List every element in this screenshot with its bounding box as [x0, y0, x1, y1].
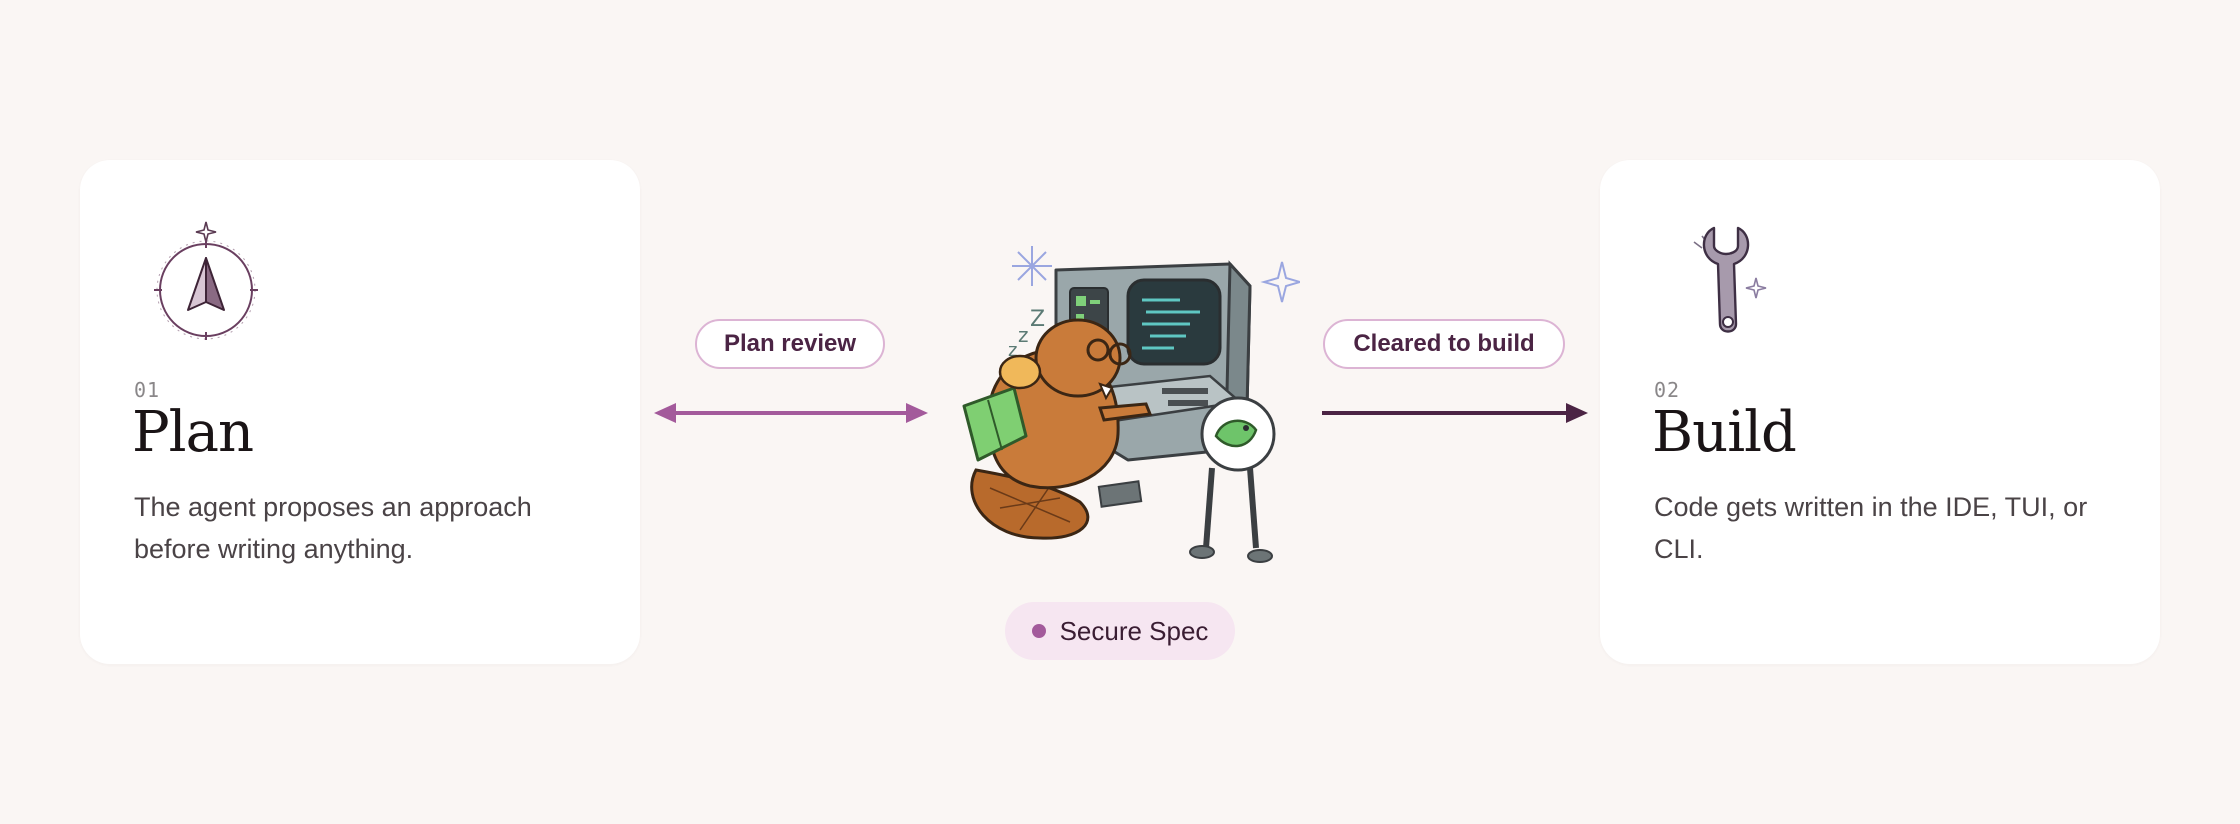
double-arrow-icon: [654, 403, 928, 423]
plan-review-label: Plan review: [695, 319, 885, 369]
build-card: 02 Build Code gets written in the IDE, T…: [1600, 160, 2160, 664]
svg-text:z: z: [1018, 323, 1029, 347]
step-description: The agent proposes an approach before wr…: [134, 492, 532, 564]
beaver-at-computer-illustration: z z Z: [962, 246, 1300, 563]
compass-icon: [154, 221, 258, 340]
step-description: Code gets written in the IDE, TUI, or CL…: [1654, 492, 2088, 564]
secure-spec-badge: Secure Spec: [1005, 602, 1235, 660]
step-title: Build: [1652, 400, 1797, 465]
plan-card: 01 Plan The agent proposes an approach b…: [80, 160, 640, 664]
status-dot-icon: [1031, 624, 1046, 638]
svg-text:Z: Z: [1030, 307, 1045, 332]
step-number: 01: [134, 378, 161, 402]
cleared-to-build-label: Cleared to build: [1323, 319, 1565, 369]
step-number: 02: [1654, 378, 1681, 402]
wrench-icon: [1693, 226, 1767, 333]
arrow-right-icon: [1322, 403, 1588, 423]
step-title: Plan: [132, 400, 254, 465]
svg-text:z: z: [1008, 340, 1017, 361]
badge-label: Secure Spec: [1059, 615, 1209, 646]
